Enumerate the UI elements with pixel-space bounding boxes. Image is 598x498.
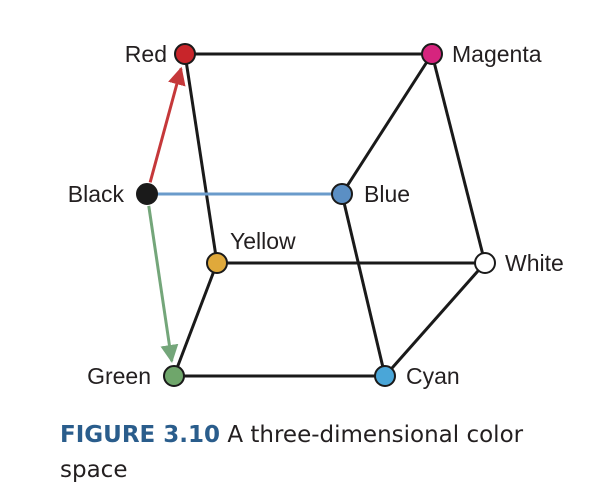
vertex-cyan [374, 365, 396, 387]
figure-caption-text: A three-dimensional color space [60, 422, 524, 483]
vertex-red [174, 43, 196, 65]
arrow-black-to-red [148, 66, 186, 183]
edge-red-yellow [183, 53, 219, 264]
axis-arrows [147, 66, 186, 363]
edge-white-cyan [383, 262, 487, 377]
vertex-label-white: White [505, 250, 564, 276]
vertex-label-green: Green [87, 363, 151, 389]
vertex-yellow [206, 252, 228, 274]
edge-magenta-white [430, 53, 487, 264]
edge-magenta-blue [340, 53, 434, 195]
vertex-label-blue: Blue [364, 181, 410, 207]
vertex-label-black: Black [68, 181, 125, 207]
cube-edges [147, 52, 487, 378]
figure-caption: FIGURE 3.10 A three-dimensional color sp… [60, 418, 580, 488]
vertex-magenta [421, 43, 443, 65]
cube-vertices [136, 43, 496, 387]
vertex-green [163, 365, 185, 387]
vertex-label-red: Red [125, 41, 167, 67]
vertex-label-yellow: Yellow [230, 228, 296, 254]
vertex-black [136, 183, 158, 205]
arrow-black-to-green [147, 205, 179, 363]
edge-blue-cyan [340, 193, 387, 377]
vertex-label-cyan: Cyan [406, 363, 460, 389]
edge-yellow-green [172, 262, 219, 377]
figure-number: FIGURE 3.10 [60, 422, 221, 448]
vertex-blue [331, 183, 353, 205]
vertex-white [474, 252, 496, 274]
vertex-label-magenta: Magenta [452, 41, 542, 67]
